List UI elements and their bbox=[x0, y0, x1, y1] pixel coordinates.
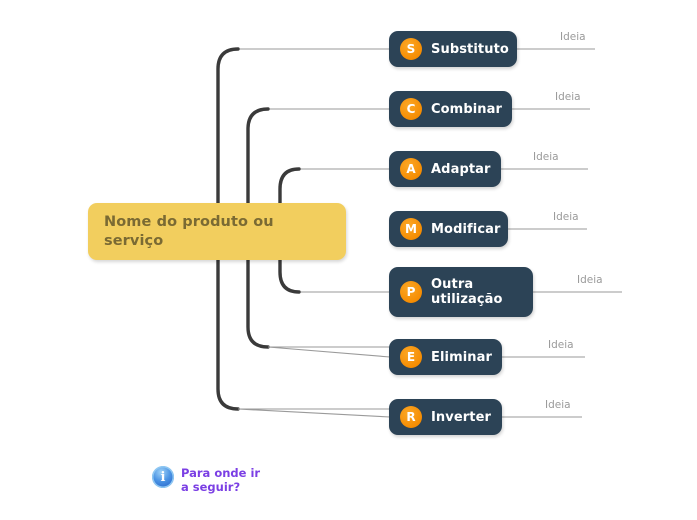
badge-r-icon: R bbox=[400, 406, 422, 428]
leaf-label-outra-utilizacao: Ideia bbox=[577, 274, 603, 286]
leaf-label-inverter: Ideia bbox=[545, 399, 571, 411]
branch-label-adaptar: Adaptar bbox=[431, 161, 491, 177]
branch-link-6 bbox=[237, 408, 391, 418]
branch-node-adaptar[interactable]: A Adaptar bbox=[389, 151, 501, 187]
branch-node-modificar[interactable]: M Modificar bbox=[389, 211, 508, 247]
leaf-label-combinar: Ideia bbox=[555, 91, 581, 103]
branch-label-eliminar: Eliminar bbox=[431, 349, 493, 365]
branch-link-5 bbox=[267, 346, 391, 358]
branch-label-combinar: Combinar bbox=[431, 101, 503, 117]
leaf-label-eliminar: Ideia bbox=[548, 339, 574, 351]
stem-outra bbox=[278, 256, 301, 294]
badge-a-icon: A bbox=[400, 158, 422, 180]
next-step-note-text: Para onde ir a seguir? bbox=[181, 466, 261, 494]
branch-node-substituto[interactable]: S Substituto bbox=[389, 31, 517, 67]
branch-label-modificar: Modificar bbox=[431, 221, 501, 237]
info-icon: i bbox=[152, 466, 174, 488]
next-step-note[interactable]: i Para onde ir a seguir? bbox=[152, 464, 260, 494]
leaf-label-adaptar: Ideia bbox=[533, 151, 559, 163]
branch-node-combinar[interactable]: C Combinar bbox=[389, 91, 512, 127]
badge-s-icon: S bbox=[400, 38, 422, 60]
badge-c-icon: C bbox=[400, 98, 422, 120]
branch-node-eliminar[interactable]: E Eliminar bbox=[389, 339, 502, 375]
branch-label-inverter: Inverter bbox=[431, 409, 492, 425]
center-node[interactable]: Nome do produto ou serviço bbox=[88, 203, 346, 260]
leaf-label-modificar: Ideia bbox=[553, 211, 579, 223]
stem-eliminar bbox=[246, 256, 270, 349]
badge-e-icon: E bbox=[400, 346, 422, 368]
branch-label-outra-utilizacao: Outra utilização bbox=[431, 277, 503, 307]
leaf-label-substituto: Ideia bbox=[560, 31, 586, 43]
center-node-label: Nome do produto ou serviço bbox=[104, 213, 274, 249]
branch-label-substituto: Substituto bbox=[431, 41, 509, 57]
branch-node-inverter[interactable]: R Inverter bbox=[389, 399, 502, 435]
branch-node-outra-utilizacao[interactable]: P Outra utilização bbox=[389, 267, 533, 317]
badge-m-icon: M bbox=[400, 218, 422, 240]
badge-p-icon: P bbox=[400, 281, 422, 303]
stem-inverter bbox=[216, 256, 240, 411]
